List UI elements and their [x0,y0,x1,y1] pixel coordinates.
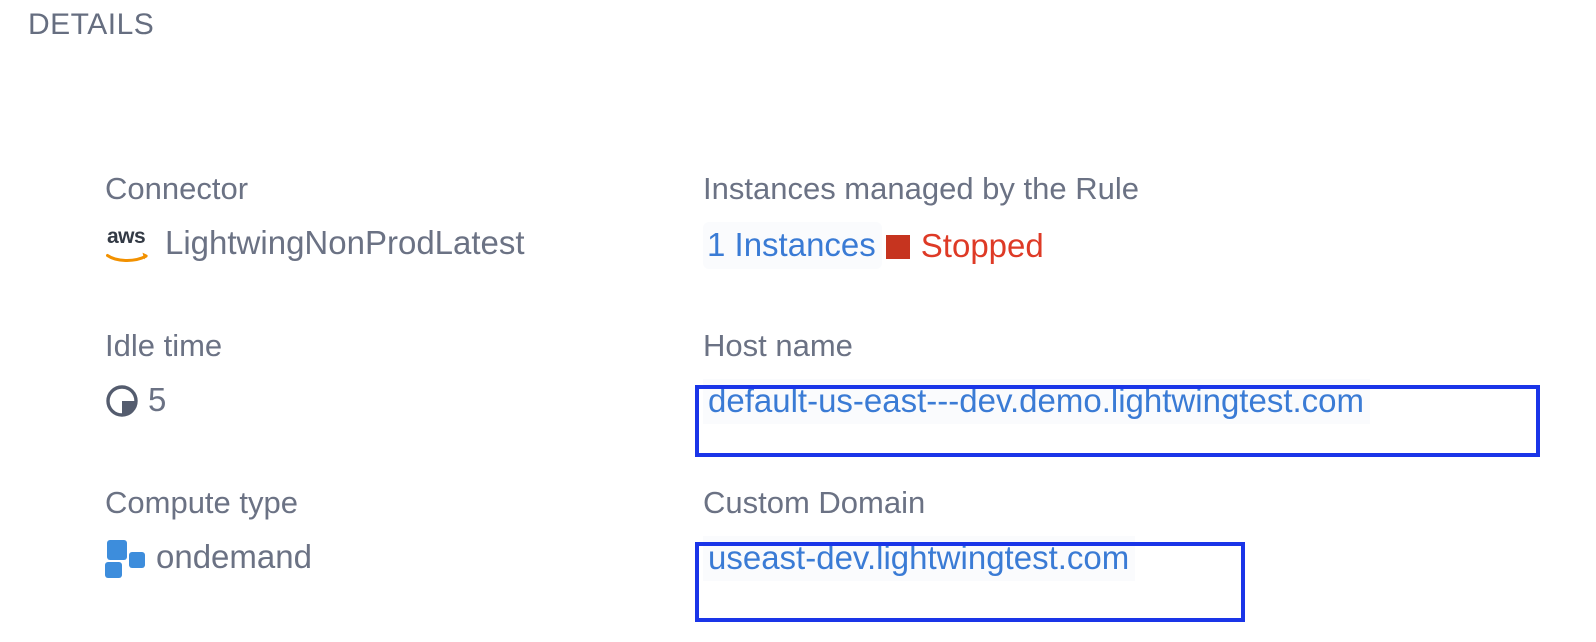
connector-name: LightwingNonProdLatest [165,224,525,261]
field-value-instances-managed: 1 Instances Stopped [703,222,1583,269]
field-host-name: Host name default-us-east---dev.demo.lig… [703,327,1583,424]
field-value-idle-time: 5 [105,379,685,421]
field-instances-managed: Instances managed by the Rule 1 Instance… [703,170,1583,269]
field-label-idle-time: Idle time [105,328,223,363]
aws-logo-text: aws [107,225,146,248]
field-label-instances-managed: Instances managed by the Rule [703,171,1139,206]
aws-icon: aws [105,226,157,264]
stopped-square-icon [885,234,910,259]
clock-icon [106,385,138,417]
field-label-compute-type: Compute type [105,485,298,520]
field-label-host-name: Host name [703,328,853,363]
page-title: DETAILS [28,8,155,41]
field-compute-type: Compute type ondemand [105,484,685,578]
field-idle-time: Idle time 5 [105,327,685,421]
host-name-link[interactable]: default-us-east---dev.demo.lightwingtest… [703,379,1371,424]
status-badge: Stopped [920,226,1044,264]
aws-swoosh-icon [106,252,148,262]
field-label-custom-domain: Custom Domain [703,485,926,520]
idle-time-value: 5 [148,381,167,418]
field-connector: Connector aws LightwingNonProdLatest [105,170,685,264]
instances-count-link[interactable]: 1 Instances [703,222,882,269]
compute-squares-icon [105,540,147,578]
compute-type-value: ondemand [156,538,312,575]
field-value-connector: aws LightwingNonProdLatest [105,222,685,264]
field-custom-domain: Custom Domain useast-dev.lightwingtest.c… [703,484,1583,581]
field-label-connector: Connector [105,171,249,206]
field-value-custom-domain: useast-dev.lightwingtest.com [703,536,1583,581]
custom-domain-link[interactable]: useast-dev.lightwingtest.com [703,536,1136,581]
field-value-host-name: default-us-east---dev.demo.lightwingtest… [703,379,1583,424]
field-value-compute-type: ondemand [105,536,685,578]
